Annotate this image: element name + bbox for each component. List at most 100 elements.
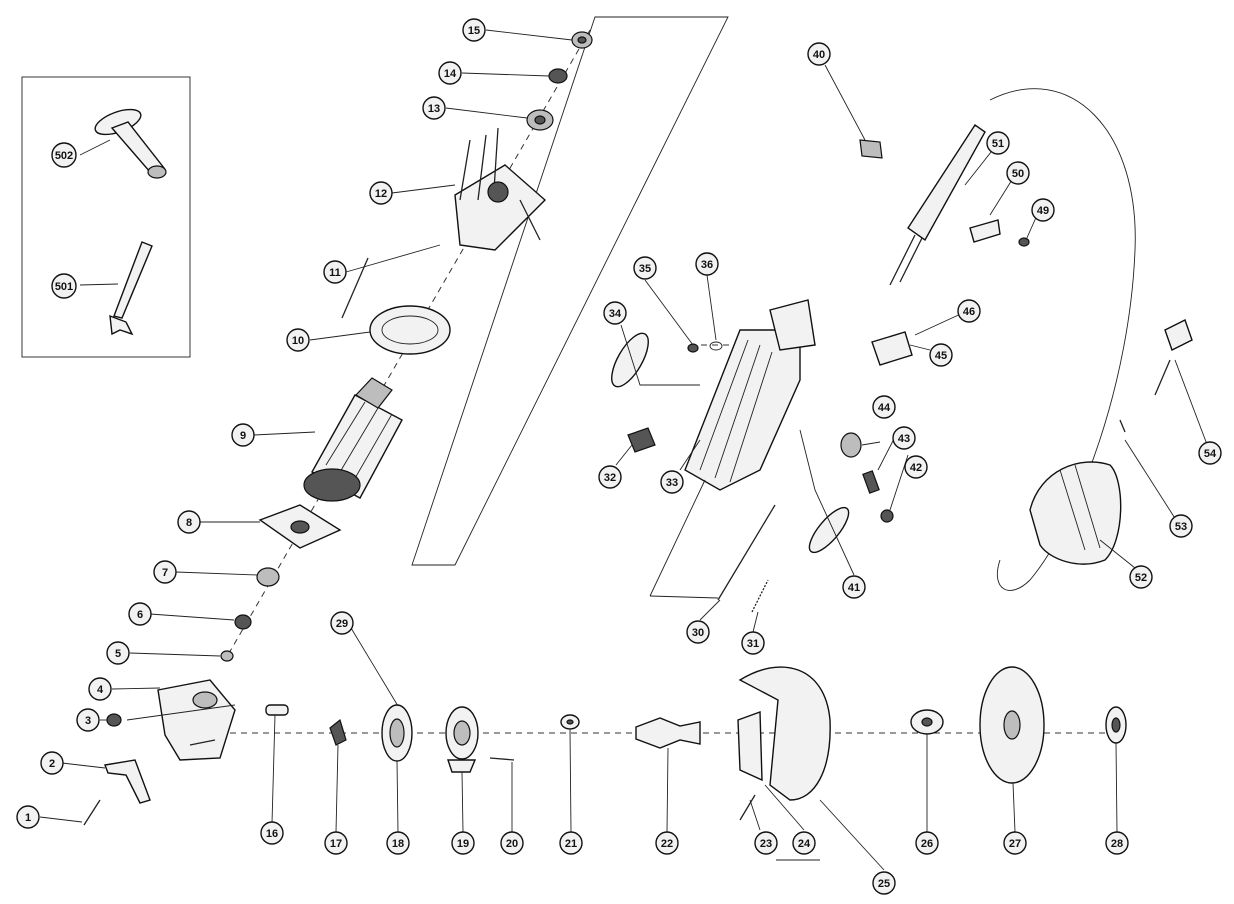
label-6: 6 <box>128 602 152 626</box>
screw-49 <box>1018 237 1030 247</box>
screw-1 <box>83 799 101 826</box>
lock-nut-28 <box>1105 706 1127 744</box>
svg-text:9: 9 <box>240 430 246 442</box>
cord-guard-51 <box>889 124 986 286</box>
svg-text:24: 24 <box>798 838 811 850</box>
wheel-guard-25 <box>738 666 831 801</box>
label-43: 43 <box>892 426 916 450</box>
label-45: 45 <box>929 343 953 367</box>
svg-text:40: 40 <box>813 49 825 61</box>
gear-6 <box>234 614 252 630</box>
svg-text:42: 42 <box>910 462 922 474</box>
svg-text:45: 45 <box>935 350 947 362</box>
motor-housing-33 <box>684 329 801 491</box>
screw-23 <box>739 794 756 821</box>
label-51: 51 <box>986 131 1010 155</box>
brush-43 <box>862 470 880 494</box>
cord-clamp-50 <box>969 219 1001 243</box>
label-19: 19 <box>451 831 475 855</box>
lever-2 <box>104 759 151 804</box>
label-44: 44 <box>872 395 896 419</box>
svg-text:7: 7 <box>162 567 168 579</box>
label-23: 23 <box>754 831 778 855</box>
washer-21 <box>560 714 580 730</box>
label-27: 27 <box>1003 831 1027 855</box>
label-26: 26 <box>915 831 939 855</box>
brush-holder-top <box>769 299 816 351</box>
cord-loop <box>989 88 1136 591</box>
svg-text:51: 51 <box>992 138 1004 150</box>
label-18: 18 <box>386 831 410 855</box>
svg-text:18: 18 <box>392 838 404 850</box>
svg-text:44: 44 <box>878 402 891 414</box>
cap-42 <box>880 509 894 523</box>
screw-20 <box>489 757 515 761</box>
accessory-box <box>21 76 191 358</box>
baffle-10 <box>369 305 451 355</box>
svg-text:52: 52 <box>1135 572 1147 584</box>
svg-text:502: 502 <box>55 150 73 162</box>
svg-text:30: 30 <box>692 627 704 639</box>
label-46: 46 <box>957 299 981 323</box>
svg-text:23: 23 <box>760 838 772 850</box>
guard-clamp-24 <box>737 711 763 782</box>
label-50: 50 <box>1006 161 1030 185</box>
svg-text:43: 43 <box>898 433 910 445</box>
label-42: 42 <box>904 455 928 479</box>
bearing-box-19 <box>445 706 479 773</box>
label-54: 54 <box>1198 441 1222 465</box>
ring-5 <box>220 650 234 662</box>
label-33: 33 <box>660 470 684 494</box>
grinding-wheel-27 <box>979 666 1045 784</box>
screw-53 <box>1119 419 1126 433</box>
label-3: 3 <box>76 708 100 732</box>
svg-text:27: 27 <box>1009 838 1021 850</box>
side-handle-part <box>94 108 167 179</box>
leader-lines <box>39 29 1209 871</box>
spring-31 <box>751 579 769 613</box>
label-11: 11 <box>323 260 347 284</box>
label-30: 30 <box>686 620 710 644</box>
svg-text:33: 33 <box>666 477 678 489</box>
label-502: 502 <box>51 142 77 168</box>
screw-35 <box>687 343 699 353</box>
gear-housing-4 <box>157 679 236 761</box>
armature-9 <box>303 377 403 502</box>
bearing-15 <box>571 31 593 49</box>
label-17: 17 <box>324 831 348 855</box>
svg-text:15: 15 <box>468 25 480 37</box>
label-2: 2 <box>40 751 64 775</box>
svg-text:5: 5 <box>115 648 121 660</box>
svg-text:12: 12 <box>375 188 387 200</box>
svg-text:25: 25 <box>878 878 890 890</box>
svg-text:46: 46 <box>963 306 975 318</box>
plate-8 <box>258 504 342 549</box>
svg-text:54: 54 <box>1204 448 1217 460</box>
bearing-13 <box>526 109 554 131</box>
label-41: 41 <box>842 575 866 599</box>
svg-text:34: 34 <box>609 308 622 320</box>
label-16: 16 <box>260 821 284 845</box>
svg-text:29: 29 <box>336 618 348 630</box>
label-8: 8 <box>177 510 201 534</box>
label-501: 501 <box>51 273 77 299</box>
svg-text:501: 501 <box>55 281 73 293</box>
svg-text:8: 8 <box>186 517 192 529</box>
svg-text:3: 3 <box>85 715 91 727</box>
svg-text:53: 53 <box>1175 521 1187 533</box>
wrench-part <box>109 241 153 336</box>
clip-40 <box>859 139 883 159</box>
label-49: 49 <box>1031 198 1055 222</box>
label-36: 36 <box>695 252 719 276</box>
housing-outline <box>411 16 729 566</box>
label-53: 53 <box>1169 514 1193 538</box>
svg-text:49: 49 <box>1037 205 1049 217</box>
svg-text:28: 28 <box>1111 838 1123 850</box>
label-25: 25 <box>872 871 896 895</box>
svg-text:21: 21 <box>565 838 577 850</box>
switch-button-32 <box>627 427 656 453</box>
label-15: 15 <box>462 18 486 42</box>
svg-text:22: 22 <box>661 838 673 850</box>
stator-12 <box>454 127 547 251</box>
